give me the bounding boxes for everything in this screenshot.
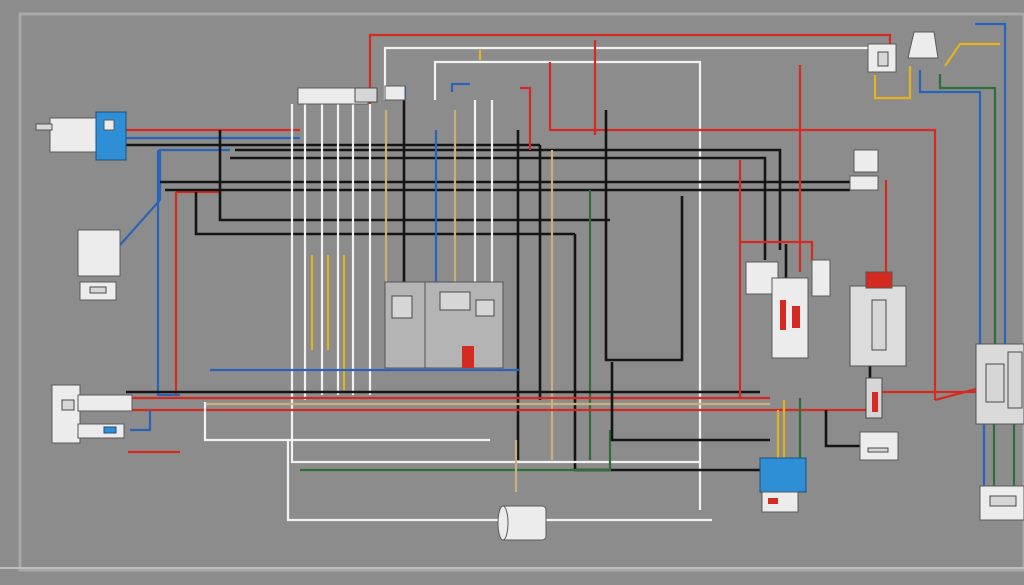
black-wire <box>218 130 610 222</box>
left-outlet-box <box>77 229 121 301</box>
blue-wire <box>156 150 180 397</box>
black-wire <box>824 410 860 448</box>
center-right-breaker <box>745 259 831 359</box>
blue-wire <box>918 70 982 360</box>
right-switch-panel <box>849 271 907 419</box>
yellow-wire <box>873 66 912 100</box>
black-wire <box>194 192 575 236</box>
white-wire <box>290 420 700 464</box>
black-wire <box>235 148 782 250</box>
white-wire <box>383 46 870 100</box>
black-wire <box>604 110 684 362</box>
blue-wire <box>450 82 470 92</box>
left-connector-block <box>35 111 127 161</box>
yellow-wire <box>944 42 1000 67</box>
red-wire <box>740 240 814 260</box>
green-wire <box>938 74 997 350</box>
wires-layer <box>119 22 1016 522</box>
diagram-frame <box>18 12 1024 572</box>
left-lower-switch-box <box>51 384 133 444</box>
black-wire <box>610 362 770 442</box>
white-wire <box>203 402 490 442</box>
center-terminal-panel <box>384 281 504 369</box>
black-wire <box>573 234 760 472</box>
blue-wire <box>130 410 152 432</box>
red-wire <box>934 386 981 402</box>
top-right-light-fixture <box>867 31 939 73</box>
top-center-junction-box <box>297 85 406 105</box>
bottom-right-meter <box>979 485 1024 521</box>
green-wire <box>300 430 612 472</box>
black-wire <box>230 156 767 260</box>
white-wire <box>433 60 702 510</box>
red-wire <box>548 62 937 400</box>
blue-wire <box>119 148 230 246</box>
white-wire <box>286 440 500 522</box>
far-right-distribution-panel <box>975 343 1024 425</box>
red-wire <box>520 86 532 150</box>
bottom-cylinder-device <box>497 505 547 541</box>
right-small-outlet <box>849 149 899 461</box>
red-wire <box>368 33 892 110</box>
blue-wire <box>975 22 1007 350</box>
bottom-center-blue-block <box>759 457 807 513</box>
